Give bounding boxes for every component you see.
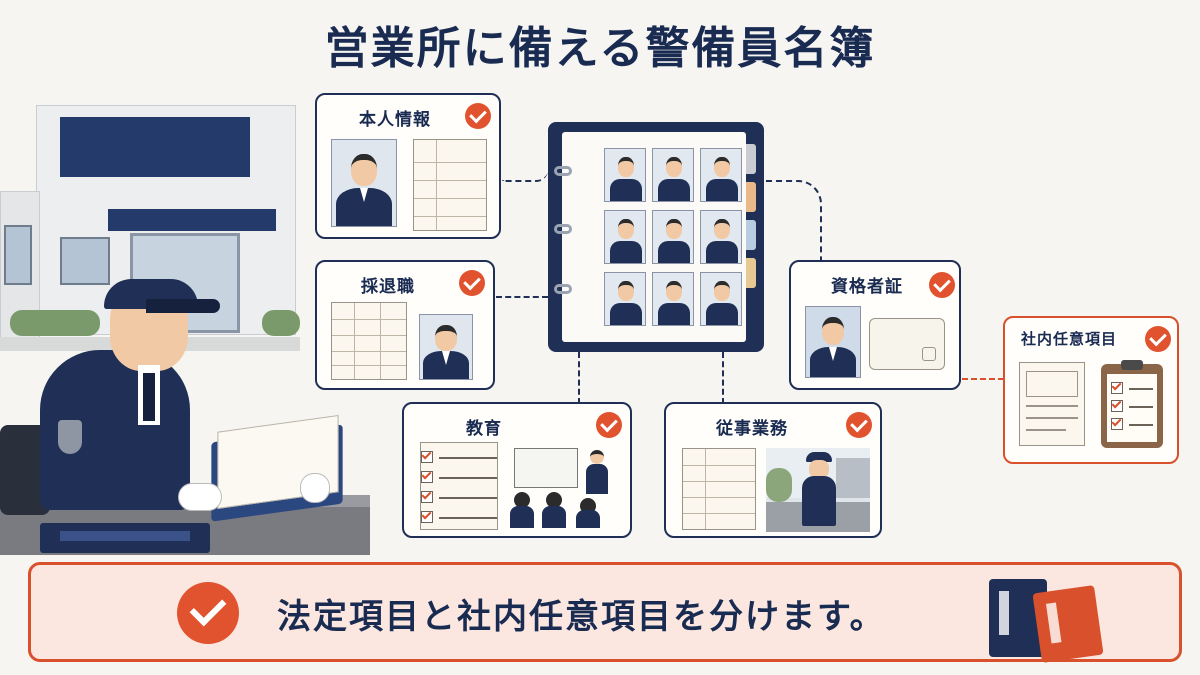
binders-icon <box>989 575 1109 663</box>
training-scene <box>508 444 618 530</box>
binder-photo <box>700 272 742 326</box>
employment-title: 採退職 <box>361 277 415 297</box>
binder-photo <box>700 210 742 264</box>
employment-card: 採退職 <box>315 260 495 390</box>
page-title: 営業所に備える警備員名簿 <box>324 23 876 74</box>
connector-line <box>766 180 822 262</box>
binder-photo <box>604 210 646 264</box>
duties-card: 従事業務 <box>664 402 882 538</box>
education-card: 教育 <box>402 402 632 538</box>
binder-photo <box>652 148 694 202</box>
duties-title: 従事業務 <box>716 419 788 439</box>
connector-line <box>502 170 548 182</box>
duties-form <box>682 448 756 530</box>
personal-info-title: 本人情報 <box>359 110 431 130</box>
check-icon <box>459 270 485 296</box>
photo-grid <box>604 148 744 332</box>
connector-line <box>496 296 548 306</box>
check-icon <box>1145 326 1171 352</box>
internal-items-title: 社内任意項目 <box>1021 330 1118 348</box>
summary-banner: 法定項目と社内任意項目を分けます。 <box>28 562 1182 663</box>
id-photo <box>331 139 397 227</box>
employee-photo <box>419 314 473 380</box>
license-card <box>869 318 945 370</box>
roster-binder-icon <box>548 122 764 352</box>
office-building-illustration <box>0 105 300 365</box>
check-icon <box>929 272 955 298</box>
education-title: 教育 <box>466 419 502 439</box>
binder-photo <box>604 148 646 202</box>
qualification-card: 資格者証 <box>789 260 961 390</box>
personal-info-form <box>413 139 487 231</box>
education-checklist <box>420 442 498 530</box>
binder-photo <box>700 148 742 202</box>
summary-text: 法定項目と社内任意項目を分けます。 <box>277 597 886 637</box>
clipboard-icon <box>1101 360 1163 448</box>
binder-photo <box>604 272 646 326</box>
license-photo <box>805 306 861 378</box>
qualification-title: 資格者証 <box>831 277 903 297</box>
binder-photo <box>652 210 694 264</box>
binder-photo <box>652 272 694 326</box>
check-circle-icon <box>177 582 239 644</box>
connector-line <box>962 378 1004 384</box>
duty-scene <box>766 448 870 532</box>
employment-form <box>331 302 407 380</box>
personal-info-card: 本人情報 <box>315 93 501 239</box>
document-icon <box>1019 362 1085 446</box>
internal-items-card: 社内任意項目 <box>1003 316 1179 464</box>
check-icon <box>846 412 872 438</box>
check-icon <box>596 412 622 438</box>
connector-line <box>578 352 580 404</box>
connector-line <box>722 352 724 404</box>
check-icon <box>465 103 491 129</box>
security-guard-illustration <box>0 255 370 555</box>
